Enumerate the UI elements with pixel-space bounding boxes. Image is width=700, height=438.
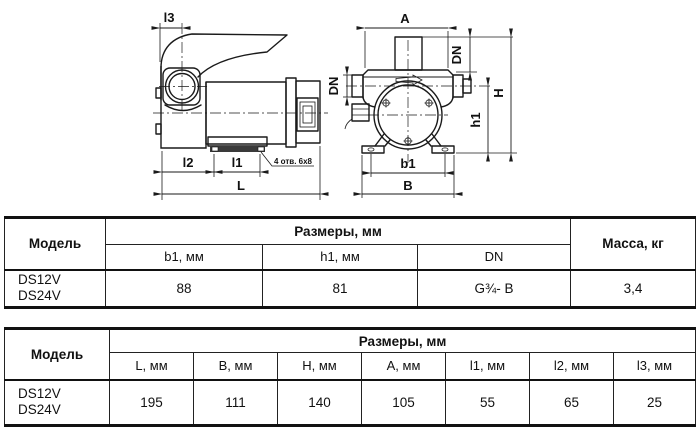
- head-cutout: [164, 104, 202, 112]
- t1-model-cell: DS12V DS24V: [4, 268, 106, 308]
- head-tab-top: [155, 87, 162, 99]
- mounting-bolt-right: [257, 146, 265, 152]
- head-tab-bottom: [155, 123, 162, 135]
- t2-col-B: B, мм: [193, 352, 278, 380]
- front-view: A DN DN h1 H b1 B: [326, 11, 517, 198]
- dimensions-table-secondary: Модель Размеры, мм L, мм B, мм H, мм A, …: [4, 327, 697, 427]
- handle-outline: [160, 33, 288, 101]
- t1-val-b1: 88: [105, 268, 263, 308]
- dim-label-dn-inlet: DN: [326, 77, 341, 96]
- t1-col-dn: DN: [416, 244, 572, 270]
- motor-endcap: [295, 80, 321, 144]
- t1-col-h1: h1, мм: [262, 244, 418, 270]
- dim-label-h1: h1: [468, 112, 483, 127]
- dim-label-L: L: [237, 178, 245, 193]
- t1-mass-header: Масса, кг: [570, 217, 697, 270]
- mounting-strip: [210, 146, 265, 152]
- t2-sizes-header: Размеры, мм: [108, 328, 697, 353]
- pump-dimensional-drawing: l3 l2 l1 L 4 отв. 6x8: [151, 10, 517, 200]
- cable-gland: [351, 103, 370, 122]
- dim-label-A: A: [400, 11, 410, 26]
- power-switch: [296, 97, 319, 132]
- t2-col-l1: l1, мм: [445, 352, 530, 380]
- t1-model-header: Модель: [4, 217, 106, 270]
- t1-col-b1: b1, мм: [105, 244, 263, 270]
- motor-ring: [285, 77, 297, 148]
- dim-label-b1: b1: [400, 156, 415, 171]
- outlet-pipe: [394, 36, 423, 71]
- t2-val-l3: 25: [612, 378, 697, 426]
- t2-val-H: 140: [277, 378, 362, 426]
- t2-model-header: Модель: [4, 328, 110, 380]
- t2-col-H: H, мм: [277, 352, 362, 380]
- t2-val-B: 111: [193, 378, 278, 426]
- power-switch-button: [302, 105, 313, 124]
- t1-val-dn: G¾- B: [416, 268, 572, 308]
- t2-val-L: 195: [109, 378, 194, 426]
- t2-col-L: L, мм: [109, 352, 194, 380]
- t2-col-l3: l3, мм: [612, 352, 697, 380]
- t1-row-ds12v-ds24v: DS12V DS24V 88 81 G¾- B 3,4: [4, 268, 697, 308]
- t2-val-l2: 65: [529, 378, 614, 426]
- power-switch-frame: [299, 101, 316, 128]
- dim-label-dn-outlet: DN: [449, 46, 464, 65]
- power-cable: [344, 118, 353, 130]
- t2-val-l1: 55: [445, 378, 530, 426]
- dim-label-l3: l3: [164, 10, 175, 25]
- dim-label-H: H: [491, 88, 506, 97]
- t2-model-cell: DS12V DS24V: [4, 378, 110, 426]
- foot-hole-left: [367, 147, 375, 152]
- foot-left: [361, 145, 385, 154]
- foot-right: [431, 145, 455, 154]
- dim-label-l1: l1: [232, 155, 243, 170]
- t2-col-l2: l2, мм: [529, 352, 614, 380]
- t2-row-ds12v-ds24v: DS12V DS24V 195 111 140 105 55 65 25: [4, 378, 697, 426]
- mounting-bolt-left: [211, 146, 219, 152]
- side-view: l3 l2 l1 L 4 отв. 6x8: [151, 10, 329, 200]
- t2-val-A: 105: [361, 378, 446, 426]
- foot-hole-right: [441, 147, 449, 152]
- dim-label-l2: l2: [183, 155, 194, 170]
- t1-sizes-header: Размеры, мм: [104, 217, 572, 245]
- t2-col-A: A, мм: [361, 352, 446, 380]
- t1-val-mass: 3,4: [570, 268, 697, 308]
- dimensions-table-main: Модель Размеры, мм Масса, кг b1, мм h1, …: [4, 216, 697, 309]
- t1-val-h1: 81: [262, 268, 418, 308]
- dim-label-B: B: [403, 178, 412, 193]
- flow-arrow-icon: [395, 74, 423, 86]
- holes-note: 4 отв. 6x8: [274, 157, 313, 166]
